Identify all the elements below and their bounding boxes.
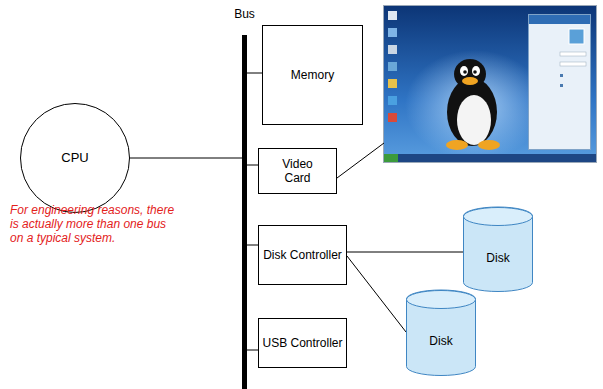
node-label: CPU bbox=[61, 151, 88, 165]
input-field bbox=[560, 52, 586, 56]
penguin bbox=[446, 59, 500, 150]
bus-connector bbox=[247, 245, 258, 246]
penguin-belly bbox=[457, 95, 491, 145]
desktop-icon bbox=[388, 113, 397, 122]
node-label: USB Controller bbox=[262, 336, 342, 350]
penguin-beak bbox=[462, 77, 478, 85]
bus-label: Bus bbox=[234, 7, 255, 21]
video-output-wire bbox=[337, 143, 384, 178]
disk-outline bbox=[463, 207, 533, 292]
disk-body bbox=[464, 207, 533, 292]
desktop-icon bbox=[388, 11, 397, 20]
bus-connector bbox=[247, 350, 258, 351]
input-field bbox=[560, 62, 586, 66]
desktop-icon bbox=[388, 79, 397, 88]
node-label: Disk bbox=[486, 251, 509, 265]
node-label: Video Card bbox=[273, 157, 323, 185]
bus-connector bbox=[130, 158, 242, 159]
bus-connector bbox=[247, 165, 258, 166]
disk-cylinder: Disk bbox=[463, 207, 533, 292]
disk-controller-box: Disk Controller bbox=[258, 225, 347, 285]
penguin-eye bbox=[472, 66, 480, 76]
penguin-eye bbox=[460, 66, 468, 76]
video-card-box: Video Card bbox=[258, 148, 337, 194]
engineering-note: For engineering reasons, there is actual… bbox=[10, 203, 175, 245]
disk-cylinder: Disk bbox=[406, 290, 476, 376]
window-dot bbox=[560, 74, 563, 77]
window-title-bar bbox=[529, 15, 590, 24]
cpu-circle-outline bbox=[21, 104, 130, 213]
desktop-icon bbox=[388, 28, 397, 37]
disk-body bbox=[407, 290, 476, 376]
disk-outline bbox=[406, 290, 476, 376]
desktop-screenshot bbox=[384, 6, 597, 163]
login-window bbox=[529, 15, 591, 150]
penguin-pupil bbox=[473, 70, 477, 74]
node-label: Disk bbox=[429, 334, 452, 348]
penguin-foot bbox=[446, 140, 468, 150]
bus-connector bbox=[347, 252, 463, 253]
memory-box: Memory bbox=[262, 25, 363, 125]
penguin-pupil bbox=[463, 70, 467, 74]
system-bus: Bus bbox=[242, 35, 247, 389]
node-label: Memory bbox=[291, 68, 334, 82]
penguin-foot bbox=[478, 140, 500, 150]
screen-background bbox=[384, 6, 597, 163]
penguin-head bbox=[454, 59, 486, 89]
disk-top bbox=[407, 291, 476, 309]
user-avatar bbox=[569, 29, 584, 44]
taskbar bbox=[384, 154, 596, 162]
window-dot bbox=[560, 84, 563, 87]
disk-top bbox=[464, 208, 533, 226]
screen-glow bbox=[405, 50, 545, 160]
start-button bbox=[384, 154, 398, 162]
bus-connector bbox=[247, 73, 262, 74]
bus-connector bbox=[347, 256, 406, 332]
usb-controller-box: USB Controller bbox=[258, 318, 347, 368]
cpu-circle: CPU bbox=[20, 103, 130, 213]
node-label: Disk Controller bbox=[263, 248, 342, 262]
desktop-icon bbox=[388, 62, 397, 71]
desktop-icon bbox=[388, 45, 397, 54]
desktop-icon bbox=[388, 96, 397, 105]
